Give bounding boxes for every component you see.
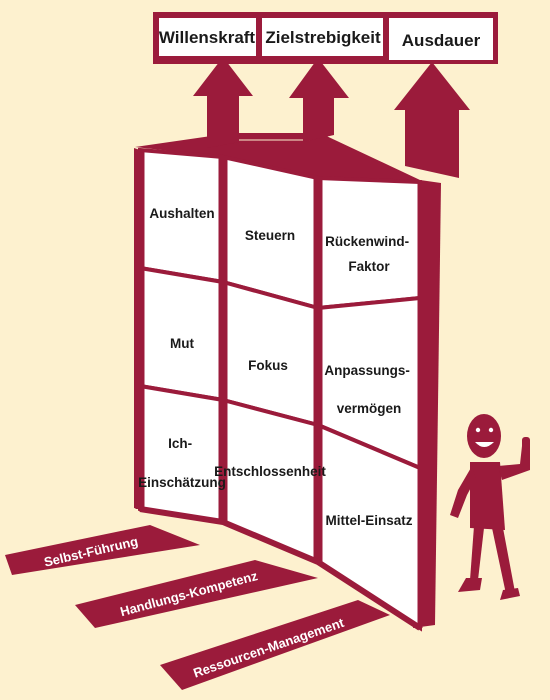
top-box-willenskraft bbox=[159, 18, 256, 56]
top-label-zielstrebigkeit: Zielstrebigkeit bbox=[265, 28, 381, 47]
cell-label-ich: Ich- Einschätzung bbox=[138, 436, 226, 490]
cell-label-anpassung-line1: Anpassungs- bbox=[324, 363, 410, 378]
figure-body bbox=[470, 462, 505, 530]
top-label-willenskraft: Willenskraft bbox=[159, 28, 256, 47]
figure-head bbox=[467, 414, 501, 458]
top-box-ausdauer bbox=[389, 18, 493, 60]
cell-label-steuern: Steuern bbox=[245, 228, 295, 243]
cell-label-rueckenwind-line1: Rückenwind- bbox=[325, 234, 409, 249]
band-ressourcen-management bbox=[160, 600, 390, 690]
cell-r2-c1 bbox=[138, 265, 225, 403]
cell-labels: Aushalten Steuern Rückenwind- Faktor Mut… bbox=[138, 206, 413, 528]
box-top-face bbox=[135, 133, 420, 180]
thumb-up-icon bbox=[522, 437, 530, 449]
smiling-person-thumbs-up-icon bbox=[450, 414, 530, 600]
figure-foot-right bbox=[500, 588, 520, 600]
figure-leg-right bbox=[492, 528, 515, 594]
cell-r3-c2 bbox=[221, 397, 320, 566]
arrows bbox=[193, 57, 470, 178]
cell-label-anpassung: Anpassungs- vermögen bbox=[324, 363, 413, 416]
cell-label-aushalten: Aushalten bbox=[149, 206, 214, 221]
figure-leg-left bbox=[470, 526, 484, 580]
top-bar: Willenskraft Zielstrebigkeit Ausdauer bbox=[153, 12, 498, 64]
box-base-edge bbox=[139, 506, 422, 631]
figure-arm-left bbox=[450, 466, 476, 518]
band-selbst-fuehrung bbox=[5, 525, 200, 575]
cell-label-mut: Mut bbox=[170, 336, 194, 351]
cell-label-fokus: Fokus bbox=[248, 358, 288, 373]
box-left-edge bbox=[134, 148, 140, 509]
figure-foot-left bbox=[458, 578, 482, 592]
arrow-up-icon bbox=[193, 57, 253, 148]
cell-r3-c1 bbox=[138, 383, 225, 525]
cell-label-ich-line1: Ich- bbox=[168, 436, 192, 451]
cell-label-rueckenwind-line2: Faktor bbox=[348, 259, 390, 274]
arrow-up-icon bbox=[289, 58, 349, 142]
cell-label-mittel: Mittel-Einsatz bbox=[325, 513, 412, 528]
cell-label-ich-line2: Einschätzung bbox=[138, 475, 226, 490]
top-box-zielstrebigkeit bbox=[262, 18, 383, 56]
arrow-up-icon bbox=[394, 62, 470, 178]
cell-label-entschlossenheit: Entschlossenheit bbox=[214, 464, 326, 479]
figure-arm-right bbox=[498, 446, 530, 480]
box-front bbox=[134, 147, 423, 632]
cell-label-rueckenwind: Rückenwind- Faktor bbox=[325, 234, 413, 274]
cell-label-anpassung-line2: vermögen bbox=[337, 401, 402, 416]
band-handlungs-kompetenz bbox=[75, 560, 318, 628]
top-label-ausdauer: Ausdauer bbox=[402, 31, 481, 50]
